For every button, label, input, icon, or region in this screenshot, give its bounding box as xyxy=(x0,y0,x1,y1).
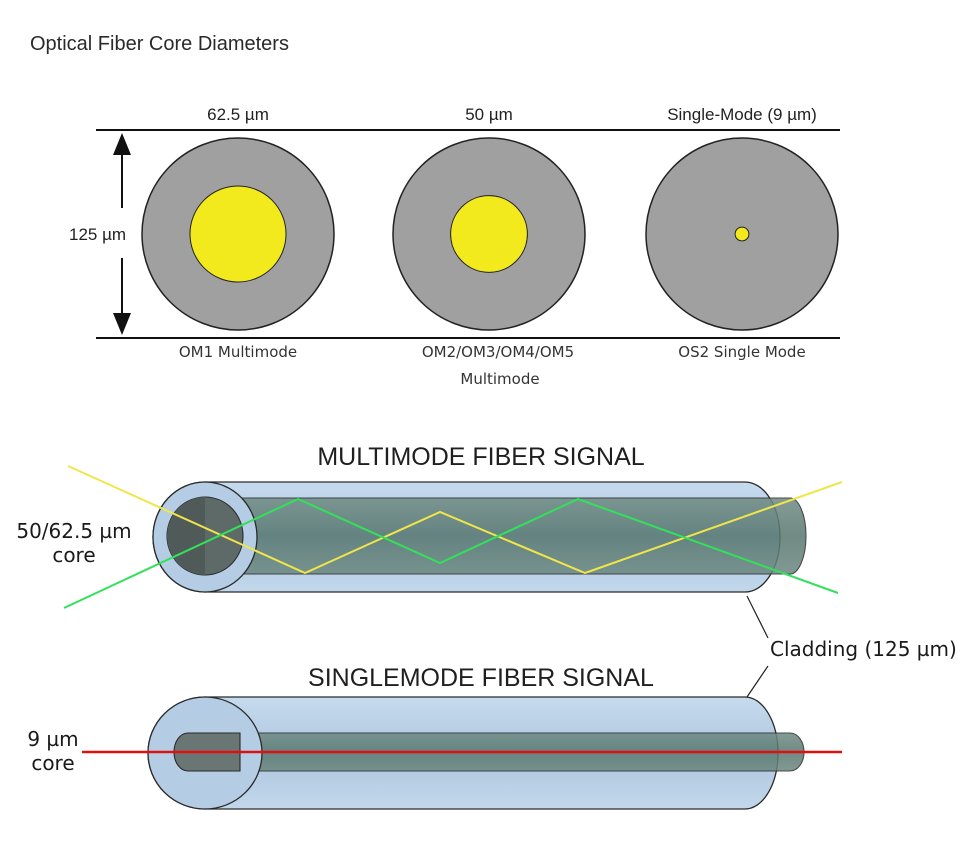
singlemode-core-label: 9 µm xyxy=(27,727,78,751)
cladding-dimension-label: 125 µm xyxy=(69,225,126,244)
fiber-top-label: 62.5 µm xyxy=(207,105,269,124)
multimode-core-label-2: core xyxy=(52,543,95,567)
core-circle xyxy=(734,226,750,242)
dimension-arrow xyxy=(113,133,131,335)
page-title: Optical Fiber Core Diameters xyxy=(30,33,289,55)
fiber-top-label: Single-Mode (9 µm) xyxy=(667,105,817,124)
fiber-om1: 62.5 µm OM1 Multimode xyxy=(141,105,335,361)
core-tube xyxy=(204,497,807,575)
fiber-bottom-label: OM1 Multimode xyxy=(179,343,297,361)
multimode-title: MULTIMODE FIBER SIGNAL xyxy=(317,443,644,471)
fiber-bottom-label-2: Multimode xyxy=(460,370,539,388)
fiber-bottom-label: OS2 Single Mode xyxy=(678,343,805,361)
cladding-label: Cladding (125 µm) xyxy=(770,637,957,661)
cladding-callout: Cladding (125 µm) xyxy=(746,595,957,698)
ray-green xyxy=(63,497,839,609)
core-circle xyxy=(450,195,528,273)
singlemode-core-label-2: core xyxy=(31,751,74,775)
core-circle xyxy=(189,185,287,283)
multimode-panel: MULTIMODE FIBER SIGNAL 50/62.5 µm core xyxy=(16,443,843,609)
fiber-om2-om5: 50 µm OM2/OM3/OM4/OM5 Multimode xyxy=(392,105,586,388)
fiber-top-label: 50 µm xyxy=(465,105,513,124)
cross-section-panel: 125 µm 62.5 µm OM1 Multimode 50 µm OM2/O… xyxy=(69,105,840,388)
ray-yellow xyxy=(67,465,843,575)
fiber-os2: Single-Mode (9 µm) OS2 Single Mode xyxy=(645,105,839,361)
multimode-core-label: 50/62.5 µm xyxy=(16,519,131,543)
singlemode-title: SINGLEMODE FIBER SIGNAL xyxy=(308,664,654,692)
arrow-down-icon xyxy=(113,313,131,335)
fiber-bottom-label: OM2/OM3/OM4/OM5 xyxy=(422,343,574,361)
arrow-up-icon xyxy=(113,133,131,155)
singlemode-panel: SINGLEMODE FIBER SIGNAL 9 µm core xyxy=(27,664,842,810)
